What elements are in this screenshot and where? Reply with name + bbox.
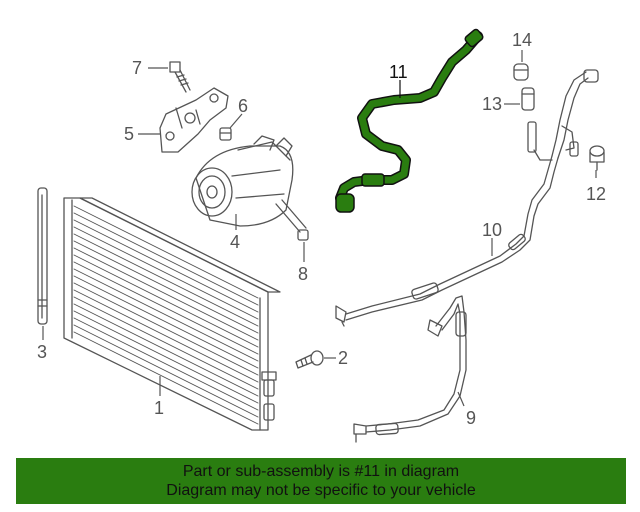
callout-8: 8 [298, 264, 308, 284]
leader-6 [229, 113, 243, 129]
callout-7: 7 [132, 58, 142, 78]
condenser-part [63, 197, 281, 431]
nut-part-6 [219, 127, 232, 141]
bolt-part-2 [295, 350, 324, 369]
callout-13: 13 [482, 94, 502, 114]
callout-3: 3 [37, 342, 47, 362]
leader-9 [457, 391, 465, 407]
valve-core-part-13 [521, 87, 535, 111]
banner-line-1: Part or sub-assembly is #11 in diagram [182, 463, 460, 480]
callout-14: 14 [512, 30, 532, 50]
info-banner: Part or sub-assembly is #11 in diagram D… [16, 458, 626, 504]
hose-part-10 [335, 155, 559, 327]
callout-6: 6 [238, 96, 248, 116]
compressor-part [191, 135, 294, 227]
callout-11: 11 [389, 62, 408, 82]
bolt-part-7 [169, 61, 191, 93]
valve-part-12 [589, 145, 605, 171]
callout-1: 1 [154, 398, 164, 418]
pipe-assembly [527, 69, 599, 161]
banner-line-2: Diagram may not be specific to your vehi… [166, 482, 476, 499]
receiver-drier-part [37, 187, 48, 325]
hose-part-9 [353, 295, 467, 443]
callout-4: 4 [230, 232, 240, 252]
callout-5: 5 [124, 124, 134, 144]
parts-diagram: 7 5 6 4 8 3 1 2 9 10 11 12 13 14 [37, 28, 606, 443]
highlighted-hose-part-11 [335, 28, 484, 213]
callout-9: 9 [466, 408, 476, 428]
callout-2: 2 [338, 348, 348, 368]
callout-12: 12 [586, 184, 606, 204]
bolt-part-8 [275, 199, 309, 241]
bracket-part [159, 87, 229, 153]
callout-10: 10 [482, 220, 502, 240]
cap-part-14 [513, 63, 529, 81]
